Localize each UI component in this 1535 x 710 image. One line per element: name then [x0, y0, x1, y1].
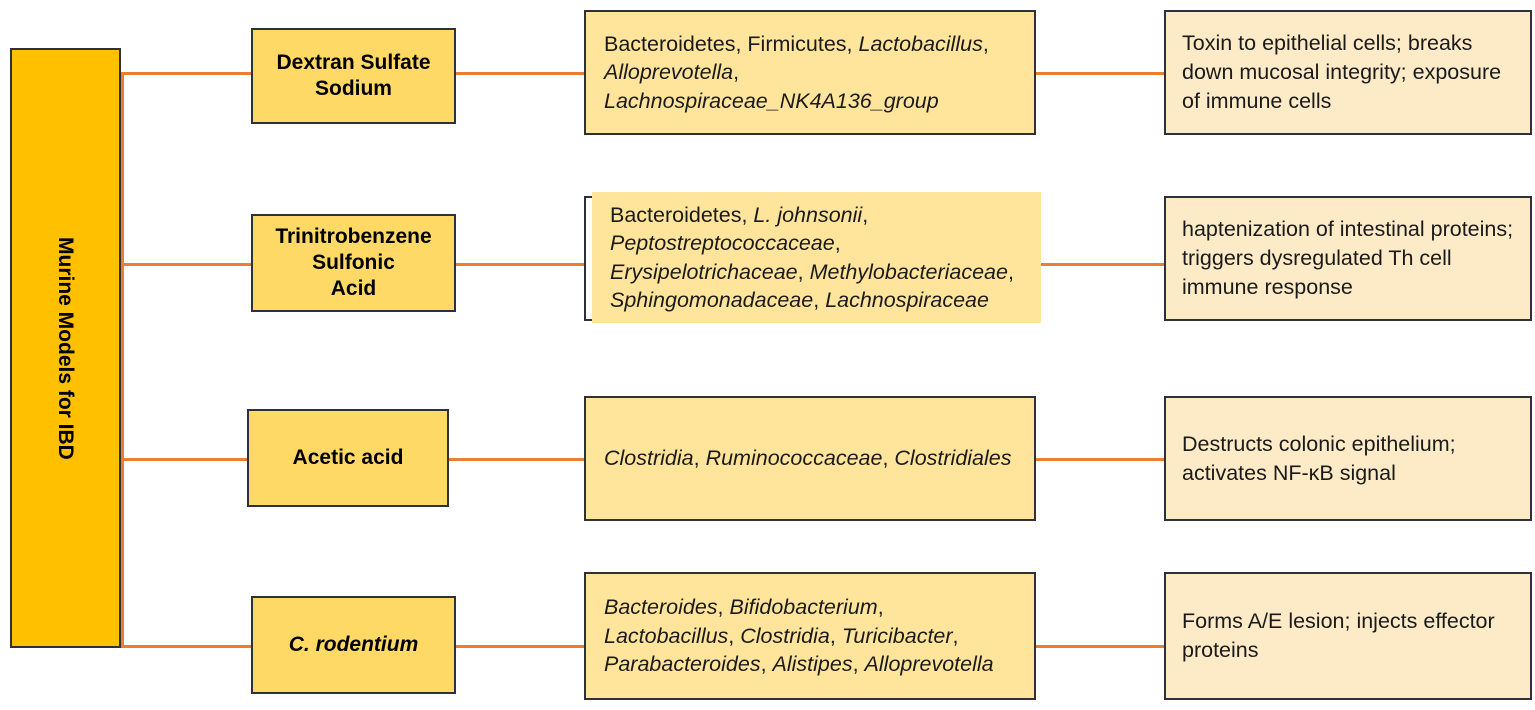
model-node-c-rodentium[interactable]: C. rodentium: [251, 596, 456, 694]
taxa-node-row-3[interactable]: Clostridia, Ruminococcaceae, Clostridial…: [584, 396, 1036, 521]
branch-line-row-2: [121, 263, 251, 266]
mechanism-node-row-1[interactable]: Toxin to epithelial cells; breaks down m…: [1164, 10, 1532, 135]
connector-model-to-taxa-row-1: [454, 72, 586, 75]
mechanism-node-text: Destructs colonic epithelium; activates …: [1182, 431, 1456, 485]
mechanism-node-row-4[interactable]: Forms A/E lesion; injects effector prote…: [1164, 572, 1532, 700]
mechanism-node-row-2[interactable]: haptenization of intestinal proteins; tr…: [1164, 196, 1532, 321]
mechanism-node-text: Toxin to epithelial cells; breaks down m…: [1182, 31, 1502, 113]
model-node-label: Acetic acid: [292, 445, 404, 469]
taxa-node-row-4[interactable]: Bacteroides, Bifidobacterium,Lactobacill…: [584, 572, 1036, 700]
connector-taxa-to-mechanism-row-3: [1034, 458, 1166, 461]
taxa-node-row-2[interactable]: Bacteroidetes, L. johnsonii,Peptostrepto…: [592, 192, 1041, 323]
branch-line-row-4: [121, 645, 251, 648]
taxa-node-text: Bacteroides, Bifidobacterium,Lactobacill…: [604, 595, 994, 677]
root-node-label: Murine Models for IBD: [54, 236, 78, 460]
model-node-label: C. rodentium: [288, 632, 419, 656]
model-node-acetic-acid[interactable]: Acetic acid: [247, 409, 449, 507]
trunk-line: [121, 72, 124, 647]
connector-taxa-to-mechanism-row-2: [1038, 263, 1166, 266]
taxa-node-text: Clostridia, Ruminococcaceae, Clostridial…: [604, 446, 1012, 471]
connector-model-to-taxa-row-3: [447, 458, 586, 461]
branch-line-row-3: [121, 458, 249, 461]
mechanism-node-text: haptenization of intestinal proteins; tr…: [1182, 217, 1514, 299]
mechanism-node-text: Forms A/E lesion; injects effector prote…: [1182, 609, 1495, 662]
connector-model-to-taxa-row-2: [454, 263, 586, 266]
connector-taxa-to-mechanism-row-4: [1034, 645, 1166, 648]
taxa-node-text: Bacteroidetes, Firmicutes, Lactobacillus…: [604, 31, 989, 113]
mechanism-node-row-3[interactable]: Destructs colonic epithelium; activates …: [1164, 396, 1532, 521]
taxa-node-text: Bacteroidetes, L. johnsonii,Peptostrepto…: [610, 202, 1014, 312]
connector-model-to-taxa-row-4: [454, 645, 586, 648]
root-node-murine-models-for-ibd[interactable]: Murine Models for IBD: [10, 48, 121, 648]
branch-line-row-1: [121, 72, 251, 75]
connector-taxa-to-mechanism-row-1: [1034, 72, 1166, 75]
taxa-node-row-1[interactable]: Bacteroidetes, Firmicutes, Lactobacillus…: [584, 10, 1036, 135]
